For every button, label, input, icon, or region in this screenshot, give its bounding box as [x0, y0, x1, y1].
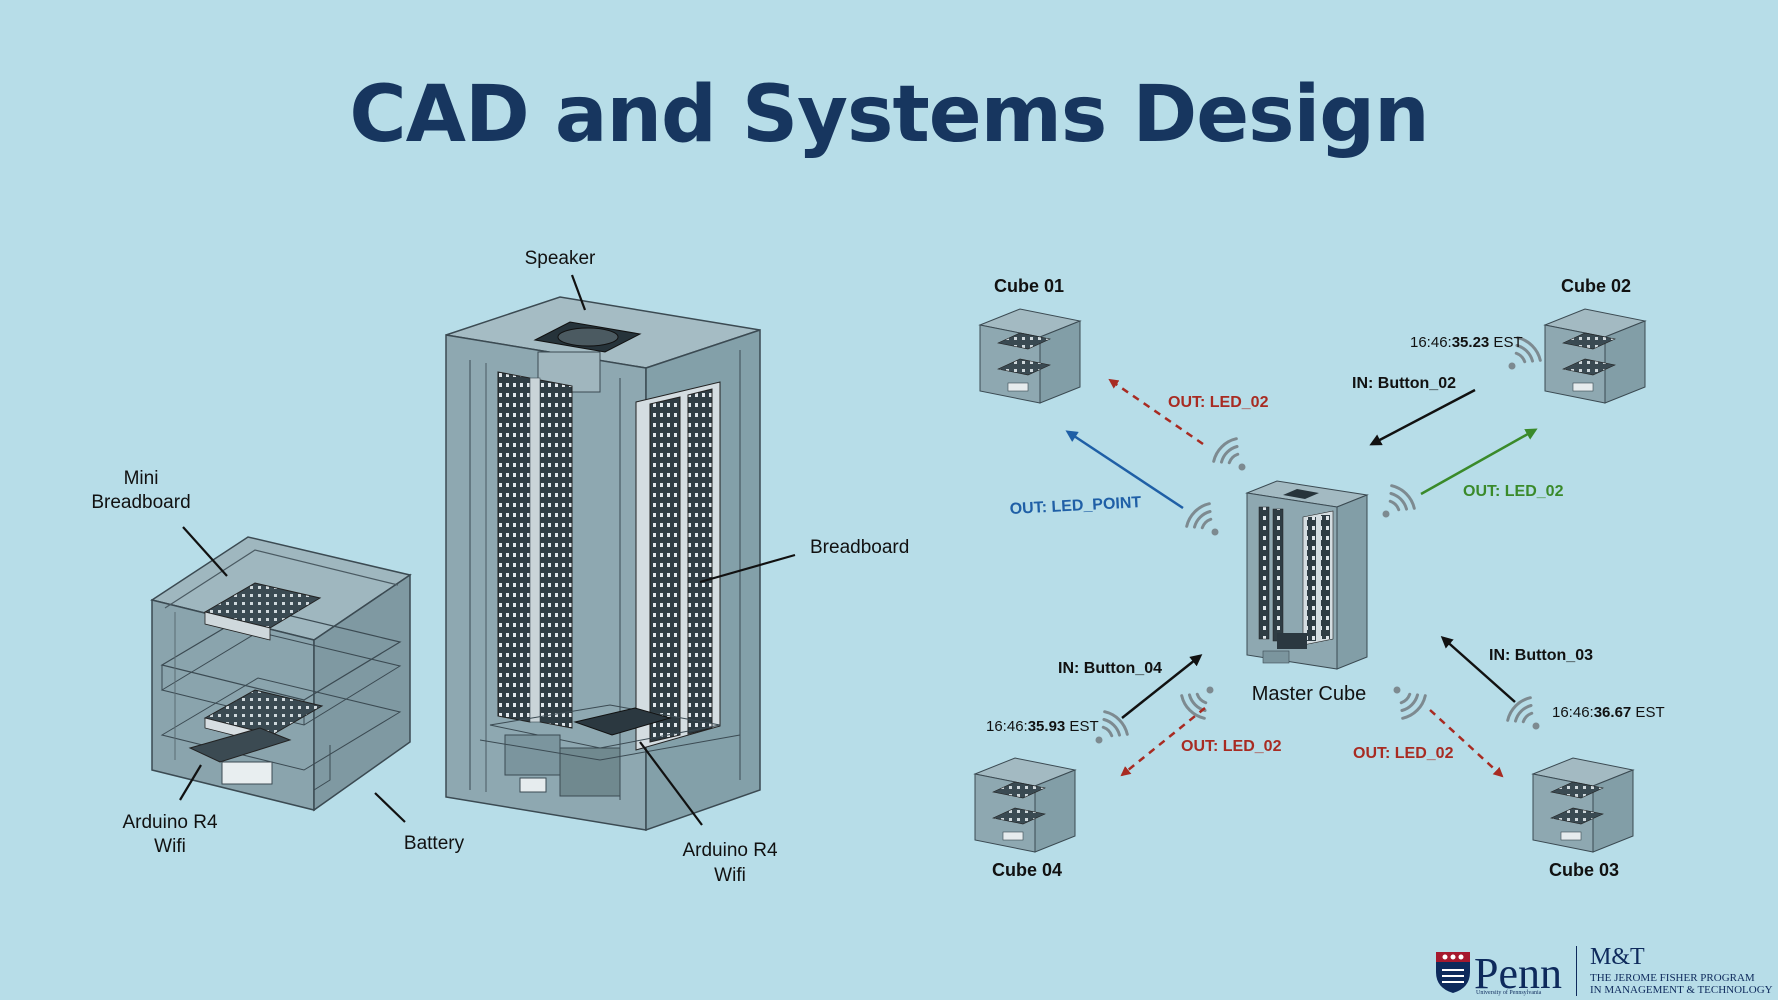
- label-cube-01: Cube 01: [994, 276, 1064, 296]
- timestamp-cube03: 16:46:36.67 EST: [1552, 704, 1665, 721]
- label-in-button03: IN: Button_03: [1489, 647, 1593, 664]
- mt-wordmark: M&T: [1590, 944, 1645, 970]
- cube-04-icon: [973, 757, 1077, 853]
- label-mini-breadboard-line2: Breadboard: [91, 492, 190, 513]
- label-out-led02-c3: OUT: LED_02: [1353, 745, 1454, 762]
- arrow-in-button03: [1440, 636, 1516, 703]
- cad-leaders: [179, 274, 796, 826]
- arrow-in-button02: [1369, 388, 1476, 446]
- mt-line-2: IN MANAGEMENT & TECHNOLOGY: [1590, 984, 1773, 996]
- cube-02-icon: [1543, 308, 1647, 404]
- label-cube-02: Cube 02: [1561, 276, 1631, 296]
- arrow-out-led02-cube02: [1420, 428, 1538, 496]
- label-out-led-point: OUT: LED_POINT: [1009, 494, 1141, 518]
- wifi-icon: [1185, 502, 1219, 536]
- arrow-out-led02-cube04: [1120, 707, 1206, 777]
- label-in-button02: IN: Button_02: [1352, 375, 1456, 392]
- penn-subtitle: University of Pennsylvania: [1476, 990, 1542, 996]
- wifi-icon: [1506, 696, 1540, 730]
- wifi-icon: [1180, 686, 1214, 720]
- label-out-led02-c2: OUT: LED_02: [1463, 483, 1564, 500]
- master-cube-icon: [1245, 480, 1369, 670]
- page-title: CAD and Systems Design: [349, 70, 1429, 160]
- arrow-in-button04: [1121, 654, 1203, 719]
- mt-line-1: THE JEROME FISHER PROGRAM: [1590, 972, 1755, 984]
- label-arduino-right-line1: Arduino R4: [682, 840, 777, 861]
- master-cube-cad: [445, 296, 761, 832]
- label-cube-03: Cube 03: [1549, 860, 1619, 880]
- penn-mt-logo: Penn University of Pennsylvania M&T THE …: [1430, 944, 1778, 1000]
- cube-01-icon: [978, 308, 1082, 404]
- small-cube-cad: [150, 536, 412, 812]
- timestamp-cube02: 16:46:35.23 EST: [1410, 334, 1523, 351]
- label-out-led02-c4: OUT: LED_02: [1181, 738, 1282, 755]
- penn-wordmark: Penn: [1474, 949, 1562, 998]
- wifi-icon: [1508, 336, 1542, 370]
- cad-labels: Speaker Mini Breadboard Breadboard Ardui…: [91, 248, 909, 886]
- arrow-out-led02-cube03: [1429, 709, 1504, 778]
- network-labels: Cube 01 Cube 02 Cube 04 Cube 03 Master C…: [986, 276, 1665, 880]
- wifi-icons: [1095, 336, 1542, 744]
- label-master-cube: Master Cube: [1252, 683, 1367, 705]
- wifi-icon: [1095, 710, 1129, 744]
- label-in-button04: IN: Button_04: [1058, 660, 1162, 677]
- label-arduino-right-line2: Wifi: [714, 865, 746, 886]
- penn-shield-icon: [1436, 952, 1470, 993]
- arrow-out-led-point: [1065, 430, 1184, 510]
- label-arduino-left-line2: Wifi: [154, 836, 186, 857]
- label-mini-breadboard-line1: Mini: [124, 468, 159, 489]
- label-arduino-left-line1: Arduino R4: [122, 812, 217, 833]
- timestamp-cube04: 16:46:35.93 EST: [986, 718, 1099, 735]
- cube-03-icon: [1531, 757, 1635, 853]
- label-out-led02-c1: OUT: LED_02: [1168, 394, 1269, 411]
- wifi-icon: [1393, 686, 1427, 720]
- wifi-icon: [1212, 437, 1246, 471]
- wifi-icon: [1382, 484, 1416, 518]
- label-speaker: Speaker: [525, 248, 596, 269]
- label-cube-04: Cube 04: [992, 860, 1062, 880]
- logo-divider: [1576, 946, 1577, 996]
- label-battery: Battery: [404, 833, 465, 854]
- network-arrows: [1065, 378, 1538, 778]
- arrow-out-led02-cube01: [1108, 378, 1204, 446]
- label-breadboard: Breadboard: [810, 537, 909, 558]
